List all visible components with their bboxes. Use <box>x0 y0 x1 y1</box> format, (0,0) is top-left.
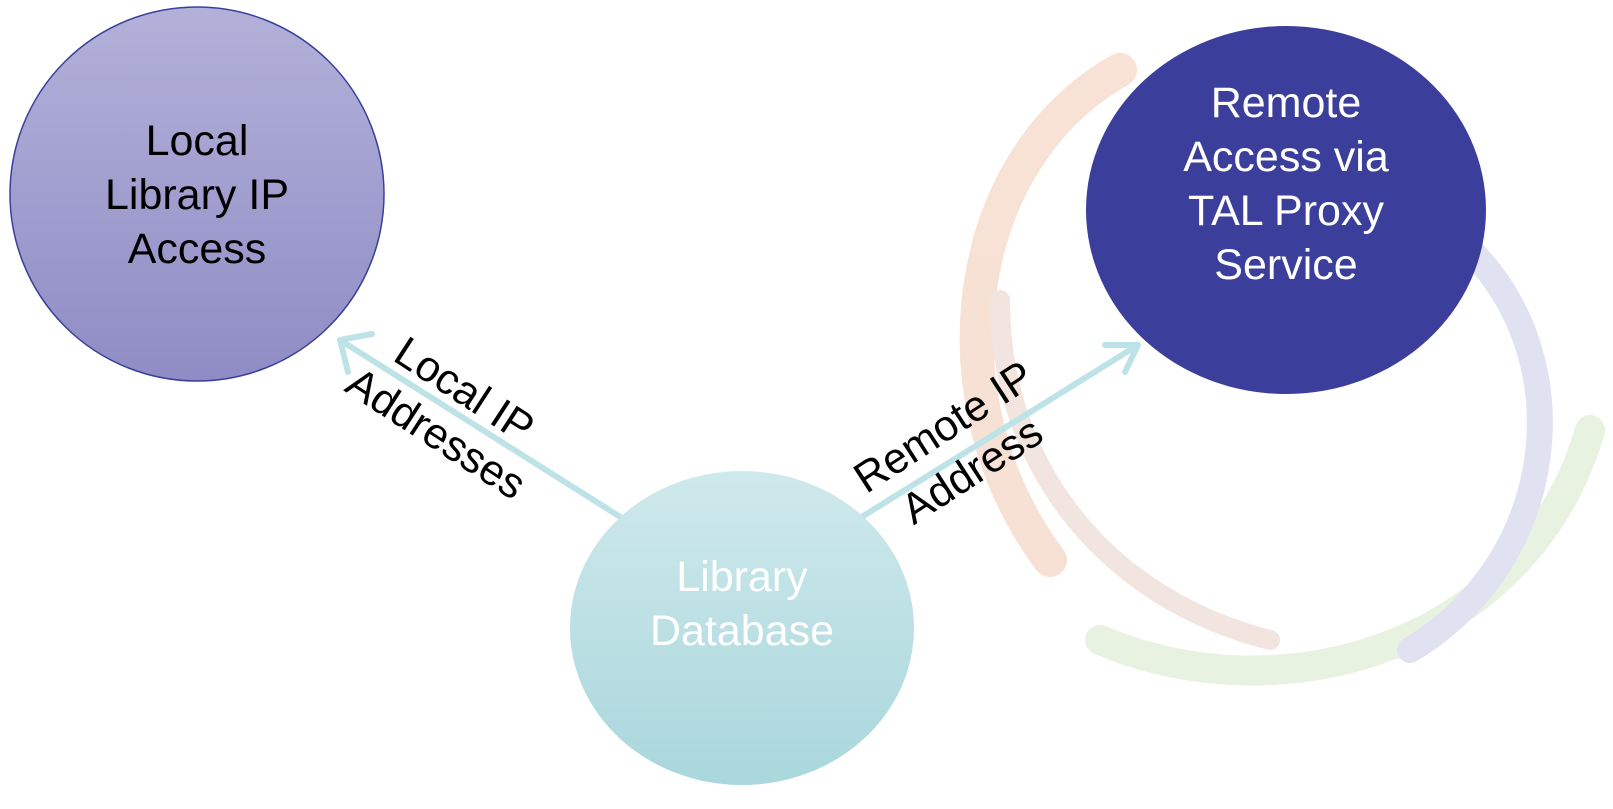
background-swirl-logo <box>959 53 1605 686</box>
node-library-database <box>570 471 914 785</box>
edge-remote-arrow <box>857 342 1141 521</box>
node-local-label: Local Library IP Access <box>47 114 347 276</box>
edge-local-arrow <box>337 331 625 521</box>
node-remote-label: Remote Access via TAL Proxy Service <box>1136 76 1436 292</box>
node-local-library-ip-access <box>9 6 385 382</box>
node-database-label-line-1: Library <box>676 553 808 601</box>
node-remote-label-line-4: Service <box>1214 241 1358 289</box>
swirl-arc-3 <box>1397 237 1553 663</box>
swirl-arc-1 <box>959 53 1137 577</box>
node-local-label-line-3: Access <box>127 225 267 273</box>
swirl-arc-2 <box>1085 415 1605 686</box>
node-remote-label-line-3: TAL Proxy <box>1188 187 1384 235</box>
node-local-label-line-1: Local <box>145 117 249 165</box>
node-remote-label-line-2: Access via <box>1183 133 1389 181</box>
node-database-label-line-2: Database <box>649 607 835 655</box>
node-local-label-line-2: Library IP <box>104 171 289 219</box>
node-database-label: Library Database <box>592 550 892 658</box>
node-remote-access-proxy <box>1086 26 1486 394</box>
swirl-arc-4 <box>990 290 1280 650</box>
node-remote-label-line-1: Remote <box>1210 79 1362 127</box>
